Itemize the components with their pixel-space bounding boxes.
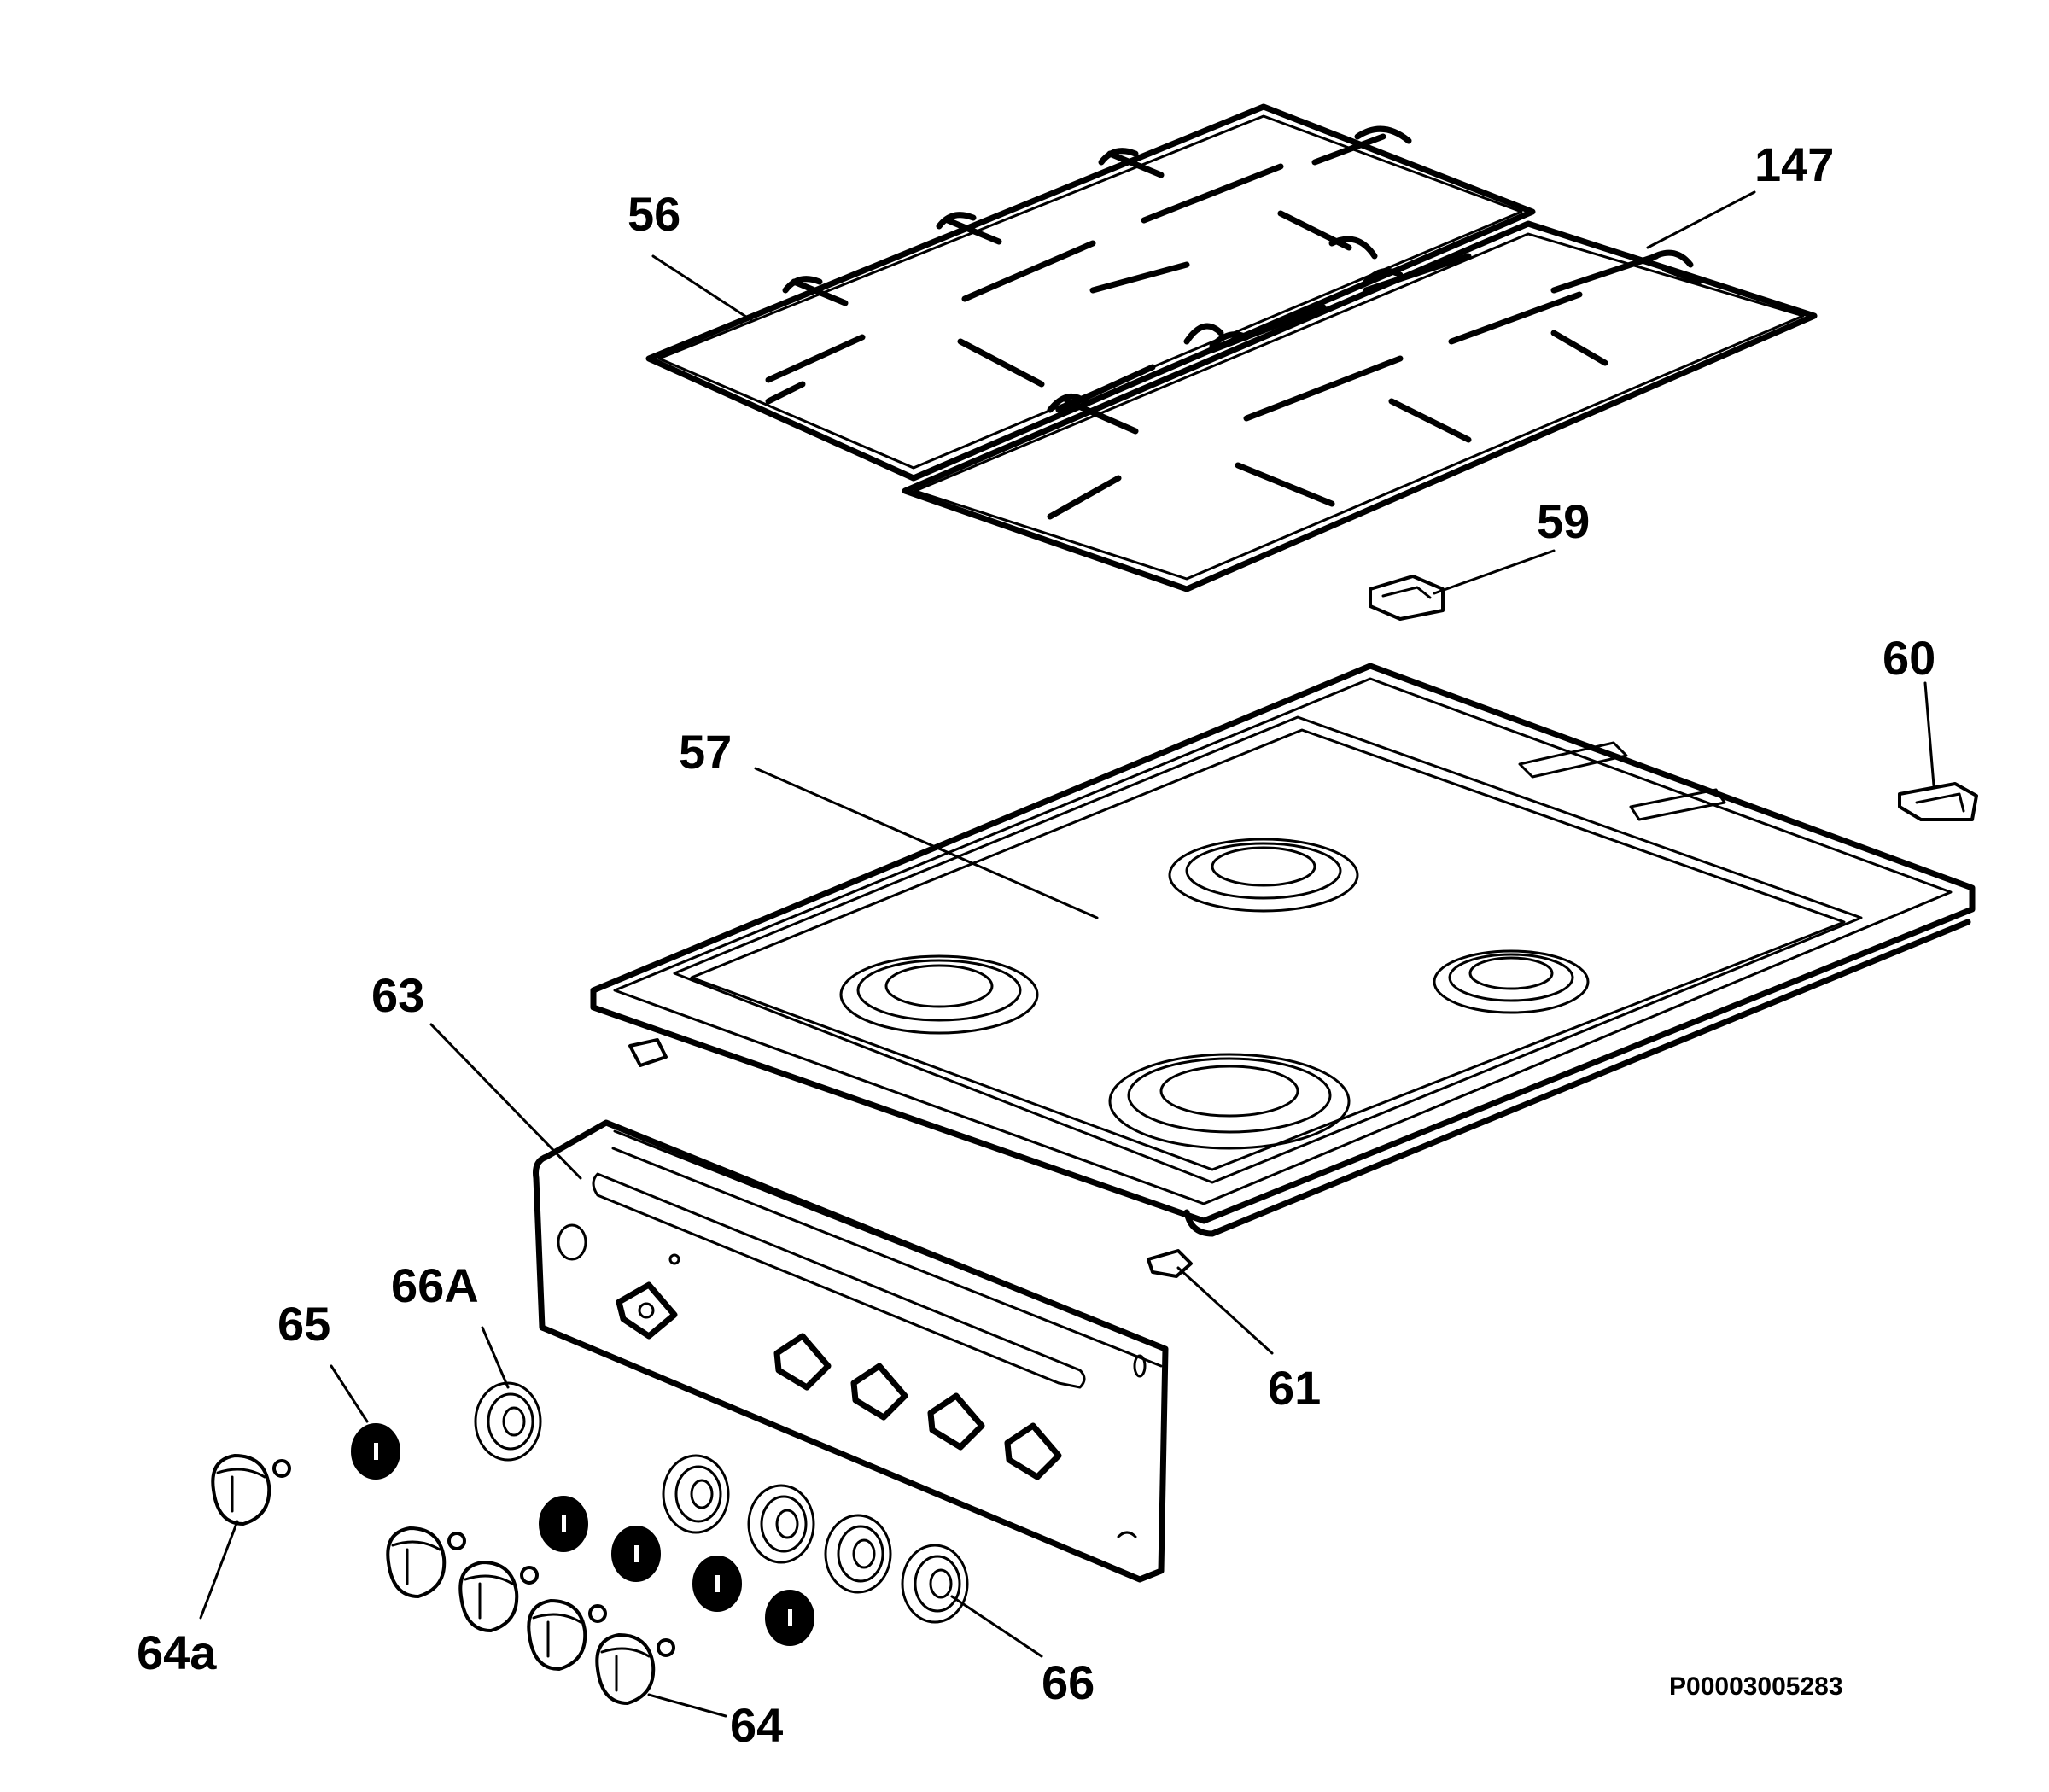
leader-63 (429, 1023, 582, 1180)
burner-front-center (1108, 1053, 1351, 1150)
pan-support-left[interactable] (645, 103, 1536, 482)
control-knobs-64 (211, 1454, 675, 1705)
label-61: 61 (1268, 1361, 1321, 1415)
knob-64-3[interactable] (527, 1599, 607, 1671)
knob-64-1[interactable] (386, 1526, 466, 1598)
spring-65-b[interactable] (539, 1496, 588, 1552)
label-60: 60 (1883, 631, 1935, 685)
part-labels: 56 147 59 60 57 63 66A 65 61 64a 64 66 P… (137, 137, 1935, 1752)
leader-59 (1433, 549, 1556, 595)
label-147: 147 (1754, 137, 1834, 191)
drawing-code: P00003005283 (1669, 1672, 1843, 1701)
burner-back-left (1168, 838, 1359, 913)
bezel-66-3[interactable] (824, 1514, 892, 1594)
clip-60[interactable] (1898, 782, 1978, 821)
leader-64 (647, 1693, 727, 1718)
knob-64a[interactable] (211, 1454, 291, 1526)
label-66: 66 (1042, 1655, 1095, 1709)
spring-65[interactable] (351, 1423, 400, 1480)
label-57: 57 (679, 725, 732, 779)
control-panel[interactable] (533, 1119, 1169, 1583)
label-59: 59 (1537, 494, 1590, 548)
burner-cap-59[interactable] (1369, 575, 1445, 621)
knob-bezels-66 (474, 1381, 969, 1624)
leader-147 (1646, 190, 1756, 249)
leader-64a (199, 1520, 239, 1620)
bezel-66A[interactable] (474, 1381, 542, 1462)
leader-60 (1923, 681, 1935, 787)
spring-65-d[interactable] (692, 1556, 742, 1612)
knob-64-4[interactable] (595, 1633, 675, 1705)
clip-small-left[interactable] (628, 1038, 668, 1067)
springs-65 (351, 1423, 814, 1646)
burner-front-left (839, 954, 1039, 1035)
leader-66A (481, 1326, 510, 1389)
leader-65 (330, 1364, 369, 1423)
bezel-66-2[interactable] (747, 1484, 815, 1564)
bezel-66-1[interactable] (662, 1454, 730, 1534)
label-63: 63 (371, 968, 424, 1022)
leader-57 (754, 767, 1099, 919)
burner-right (1433, 949, 1590, 1014)
hob-top-panel[interactable] (590, 663, 1976, 1237)
leader-lines (199, 190, 1935, 1718)
label-64: 64 (730, 1698, 783, 1752)
knob-64-2[interactable] (458, 1561, 539, 1632)
label-65: 65 (277, 1297, 330, 1351)
leader-61 (1176, 1266, 1274, 1355)
leader-56 (651, 254, 753, 322)
pan-support-right[interactable] (902, 220, 1818, 592)
leader-66 (950, 1595, 1043, 1658)
spring-65-e[interactable] (765, 1590, 814, 1646)
label-66A: 66A (391, 1258, 479, 1312)
label-64a: 64a (137, 1626, 217, 1679)
label-56: 56 (628, 187, 680, 241)
bezel-66-4[interactable] (901, 1544, 969, 1624)
spring-65-c[interactable] (611, 1526, 661, 1582)
